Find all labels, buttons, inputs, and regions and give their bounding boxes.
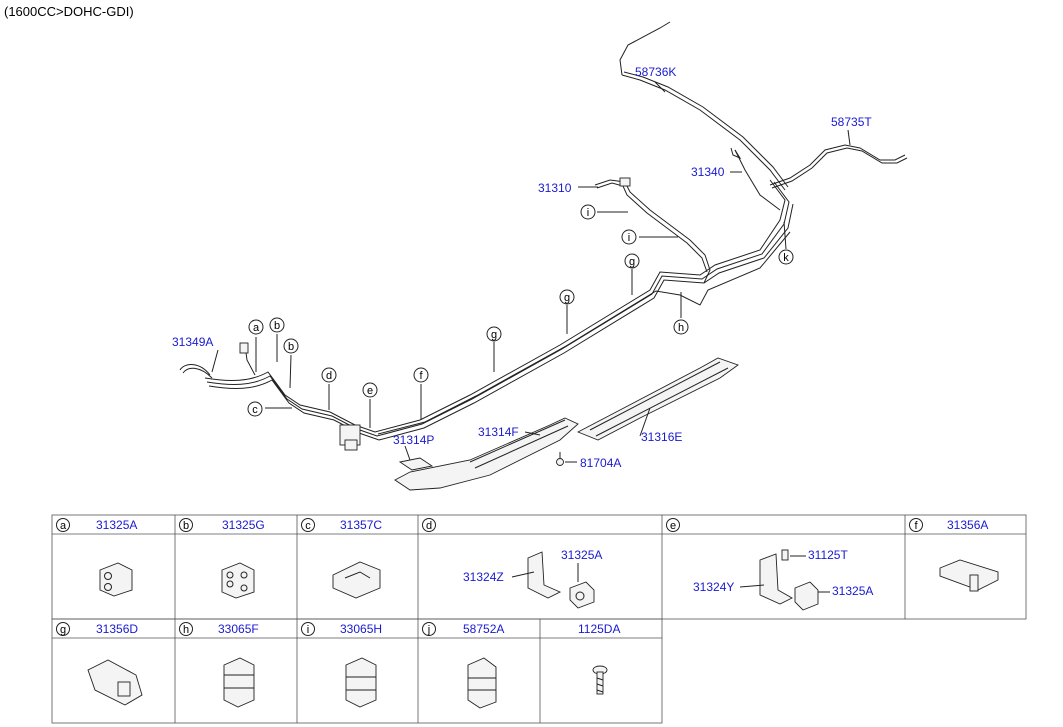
svg-text:i: i [307, 624, 309, 636]
legend-cell-c: c 31357C [301, 518, 382, 532]
label-31314P: 31314P [393, 433, 434, 447]
callout-g-3: g [624, 253, 640, 269]
svg-text:j: j [427, 624, 430, 636]
label-31310: 31310 [538, 181, 572, 195]
label-58736K: 58736K [635, 65, 676, 79]
clip-b-drawing [221, 562, 255, 599]
label-31314F: 31314F [478, 425, 519, 439]
label-58735T: 58735T [831, 115, 872, 129]
label-31349A: 31349A [172, 335, 213, 349]
legend-cell-e: e 31125T 31324Y 31325A [666, 518, 873, 598]
callout-g-2: g [559, 289, 575, 305]
svg-text:31325A: 31325A [832, 584, 873, 598]
svg-text:31325A: 31325A [96, 518, 137, 532]
legend-cell-d: d 31325A 31324Z [422, 518, 602, 584]
legend-cell-b: b 31325G [179, 518, 265, 532]
clip-j-drawing [467, 657, 497, 709]
clip-i-drawing [345, 657, 377, 708]
svg-text:e: e [367, 385, 373, 397]
callout-b-1: b [269, 317, 285, 333]
label-31340: 31340 [691, 165, 725, 179]
svg-text:c: c [305, 520, 311, 532]
label-31316E: 31316E [641, 430, 682, 444]
svg-text:b: b [288, 341, 294, 353]
svg-text:31325A: 31325A [561, 548, 602, 562]
callout-g-1: g [486, 326, 502, 342]
callouts: a b b c d e f g g g i i h k [247, 204, 794, 417]
callout-e: e [362, 382, 378, 398]
label-81704A: 81704A [580, 456, 621, 470]
bracket-c-drawing [332, 561, 381, 599]
engine-note: (1600CC>DOHC-GDI) [4, 4, 134, 19]
callout-f: f [413, 367, 429, 383]
clip-h-drawing [223, 657, 255, 708]
clip-a-drawing [99, 562, 133, 597]
svg-text:c: c [252, 404, 258, 416]
callout-k: k [778, 249, 794, 265]
legend-cell-f: f 31356A [909, 518, 988, 532]
svg-text:d: d [426, 520, 432, 532]
svg-text:g: g [564, 292, 570, 304]
svg-text:g: g [629, 256, 635, 268]
callout-c: c [247, 401, 263, 417]
svg-text:a: a [60, 520, 67, 532]
svg-text:f: f [914, 520, 918, 532]
svg-text:a: a [253, 322, 260, 334]
legend-cell-j: j 58752A [422, 622, 504, 636]
svg-text:31356D: 31356D [96, 622, 138, 636]
svg-text:31357C: 31357C [340, 518, 382, 532]
svg-text:33065H: 33065H [340, 622, 382, 636]
bolt-drawing [592, 665, 608, 695]
svg-text:31125T: 31125T [808, 548, 848, 562]
legend-cell-bolt: 1125DA [578, 622, 620, 636]
svg-text:h: h [183, 624, 189, 636]
svg-text:g: g [60, 624, 66, 636]
clip-g-drawing [87, 659, 143, 706]
fuel-line-assembly [179, 21, 908, 491]
svg-text:i: i [628, 232, 630, 244]
svg-text:31325G: 31325G [222, 518, 265, 532]
callout-b-2: b [283, 338, 299, 354]
legend-table: a 31325A b 31325G c 31357C d 31325A 3132… [51, 514, 1027, 724]
svg-text:i: i [587, 207, 589, 219]
callout-i-2: i [621, 229, 637, 245]
diagram-labels: 58736K 58735T 31340 31310 31349A 31314P … [172, 65, 872, 470]
svg-text:31356A: 31356A [947, 518, 988, 532]
clip-f-drawing [939, 559, 999, 592]
leader-lines [211, 81, 851, 463]
svg-text:d: d [326, 370, 332, 382]
svg-text:g: g [491, 329, 497, 341]
callout-i-1: i [580, 204, 596, 220]
svg-text:31324Y: 31324Y [693, 580, 734, 594]
svg-text:h: h [678, 322, 684, 334]
legend-cell-i: i 33065H [301, 622, 382, 636]
svg-text:1125DA: 1125DA [578, 622, 620, 636]
legend-cell-a: a 31325A [56, 518, 137, 532]
svg-text:b: b [183, 520, 189, 532]
callout-h: h [673, 319, 689, 335]
callout-d: d [321, 367, 337, 383]
svg-text:f: f [419, 370, 423, 382]
bracket-d-drawing [511, 551, 595, 609]
legend-cell-g: g 31356D [56, 622, 138, 636]
callout-a: a [248, 319, 264, 335]
svg-text:58752A: 58752A [463, 622, 504, 636]
svg-text:33065F: 33065F [218, 622, 259, 636]
legend-cell-h: h 33065F [179, 622, 259, 636]
svg-text:b: b [274, 320, 280, 332]
svg-text:31324Z: 31324Z [463, 570, 504, 584]
svg-text:e: e [670, 520, 676, 532]
bracket-e-drawing [739, 549, 830, 611]
svg-text:k: k [783, 252, 789, 264]
